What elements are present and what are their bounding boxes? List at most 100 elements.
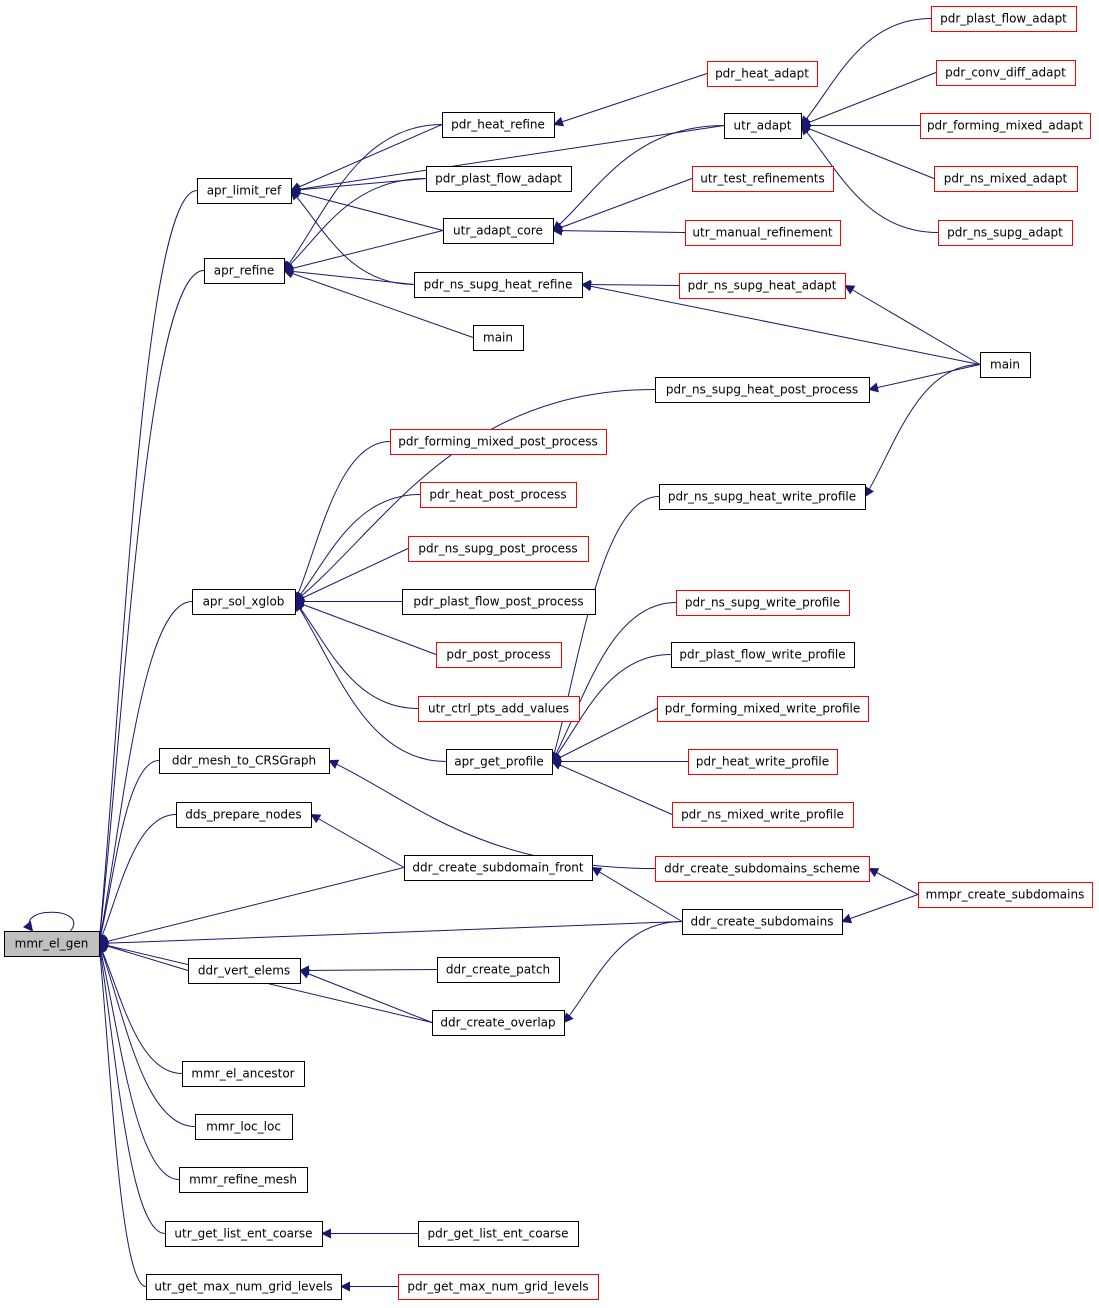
node-utr-ctrl-pts-add-values[interactable]: utr_ctrl_pts_add_values <box>418 696 580 722</box>
edge-pdr-ns-supg-heat-refine-to-apr-limit-ref <box>290 189 415 285</box>
edge-pdr-ns-supg-heat-post-process-to-apr-sol-xglob <box>294 389 656 603</box>
node-main-r[interactable]: main <box>980 352 1031 378</box>
node-mmr-el-gen[interactable]: mmr_el_gen <box>4 931 100 957</box>
edge-pdr-ns-supg-write-profile-to-apr-get-profile <box>551 602 677 763</box>
node-box <box>197 178 292 204</box>
node-dds-prepare-nodes[interactable]: dds_prepare_nodes <box>176 802 312 828</box>
node-mmpr-create-subdomains[interactable]: mmpr_create_subdomains <box>918 882 1093 908</box>
node-label: utr_adapt <box>734 119 792 133</box>
edge-main-r-to-pdr-ns-supg-heat-write-profile <box>864 364 981 498</box>
edge-pdr-post-process-to-apr-sol-xglob <box>294 599 437 655</box>
node-label: pdr_get_list_ent_coarse <box>427 1227 568 1241</box>
node-utr-test-refinements[interactable]: utr_test_refinements <box>692 166 834 192</box>
edge-utr-get-list-ent-coarse-to-mmr-el-gen <box>95 942 166 1234</box>
node-box <box>179 1167 308 1193</box>
node-pdr-plast-flow-adapt-mid[interactable]: pdr_plast_flow_adapt <box>426 166 572 192</box>
node-label: pdr_ns_mixed_adapt <box>944 172 1068 186</box>
node-ddr-create-overlap[interactable]: ddr_create_overlap <box>432 1010 565 1036</box>
node-pdr-plast-flow-adapt-r[interactable]: pdr_plast_flow_adapt <box>931 6 1077 32</box>
node-label: mmr_refine_mesh <box>189 1173 297 1187</box>
edge-pdr-forming-mixed-post-process-to-apr-sol-xglob <box>293 441 391 603</box>
node-box <box>195 1114 293 1140</box>
edge-main-r-to-pdr-ns-supg-heat-post-process <box>868 364 981 393</box>
edge-ddr-create-subdomain-front-to-dds-prepare-nodes <box>310 814 405 868</box>
node-label: ddr_create_patch <box>446 963 550 977</box>
node-ddr-create-subdomains-scheme[interactable]: ddr_create_subdomains_scheme <box>655 856 870 882</box>
node-label: utr_get_list_ent_coarse <box>174 1227 312 1241</box>
node-pdr-heat-refine[interactable]: pdr_heat_refine <box>442 112 555 138</box>
node-pdr-heat-adapt[interactable]: pdr_heat_adapt <box>707 61 818 87</box>
node-pdr-ns-supg-post-process[interactable]: pdr_ns_supg_post_process <box>408 536 589 562</box>
node-label: main <box>990 358 1020 372</box>
edge-dds-prepare-nodes-to-mmr-el-gen <box>97 814 177 945</box>
edge-pdr-ns-supg-heat-refine-to-apr-refine <box>283 266 415 285</box>
node-ddr-vert-elems[interactable]: ddr_vert_elems <box>188 958 301 984</box>
edge-mmr-el-gen-to-mmr-el-gen <box>22 911 75 932</box>
node-apr-get-profile[interactable]: apr_get_profile <box>446 749 553 775</box>
node-ddr-create-subdomains[interactable]: ddr_create_subdomains <box>682 909 843 935</box>
node-pdr-ns-mixed-adapt[interactable]: pdr_ns_mixed_adapt <box>934 166 1078 192</box>
node-pdr-ns-supg-heat-refine[interactable]: pdr_ns_supg_heat_refine <box>414 272 583 298</box>
node-label: pdr_get_max_num_grid_levels <box>407 1280 588 1294</box>
node-box <box>938 220 1073 246</box>
node-label: apr_refine <box>214 264 275 278</box>
node-ddr-create-patch[interactable]: ddr_create_patch <box>437 957 560 983</box>
node-pdr-plast-flow-write-profile[interactable]: pdr_plast_flow_write_profile <box>671 642 855 668</box>
node-pdr-get-list-ent-coarse[interactable]: pdr_get_list_ent_coarse <box>418 1221 579 1247</box>
node-utr-manual-refinement[interactable]: utr_manual_refinement <box>685 220 841 246</box>
node-box <box>404 855 593 881</box>
node-pdr-ns-supg-heat-post-process[interactable]: pdr_ns_supg_heat_post_process <box>655 377 870 403</box>
node-box <box>204 258 285 284</box>
node-box <box>931 6 1077 32</box>
node-pdr-ns-supg-heat-write-profile[interactable]: pdr_ns_supg_heat_write_profile <box>659 484 866 510</box>
edge-apr-sol-xglob-to-mmr-el-gen <box>95 601 193 945</box>
node-label: pdr_post_process <box>446 648 550 662</box>
node-pdr-ns-supg-heat-adapt[interactable]: pdr_ns_supg_heat_adapt <box>679 273 846 299</box>
node-box <box>408 536 589 562</box>
node-pdr-forming-mixed-adapt[interactable]: pdr_forming_mixed_adapt <box>920 113 1091 139</box>
edge-main-r-to-pdr-ns-supg-heat-adapt <box>844 284 981 365</box>
node-apr-refine[interactable]: apr_refine <box>204 258 285 284</box>
node-box <box>436 642 562 668</box>
node-box <box>176 802 312 828</box>
node-ddr-create-subdomain-front[interactable]: ddr_create_subdomain_front <box>404 855 593 881</box>
node-label: pdr_ns_supg_adapt <box>947 226 1063 240</box>
node-label: apr_sol_xglob <box>203 595 285 609</box>
node-pdr-post-process[interactable]: pdr_post_process <box>436 642 562 668</box>
node-pdr-ns-supg-write-profile[interactable]: pdr_ns_supg_write_profile <box>676 590 850 616</box>
edge-mmpr-create-subdomains-to-ddr-create-subdomains <box>841 894 919 924</box>
edge-pdr-heat-refine-to-apr-limit-ref <box>290 124 443 192</box>
node-box <box>676 590 850 616</box>
node-main-mid[interactable]: main <box>473 325 524 351</box>
node-pdr-plast-flow-post-process[interactable]: pdr_plast_flow_post_process <box>402 589 596 615</box>
node-apr-sol-xglob[interactable]: apr_sol_xglob <box>192 589 296 615</box>
node-box <box>437 957 560 983</box>
node-label: pdr_forming_mixed_write_profile <box>665 702 861 716</box>
node-ddr-mesh-to-CRSGraph[interactable]: ddr_mesh_to_CRSGraph <box>159 748 330 774</box>
node-box <box>980 352 1031 378</box>
node-apr-limit-ref[interactable]: apr_limit_ref <box>197 178 292 204</box>
node-pdr-conv-diff-adapt[interactable]: pdr_conv_diff_adapt <box>936 60 1076 86</box>
edge-pdr-ns-mixed-adapt-to-utr-adapt <box>800 124 935 179</box>
node-pdr-heat-post-process[interactable]: pdr_heat_post_process <box>420 482 577 508</box>
node-mmr-refine-mesh[interactable]: mmr_refine_mesh <box>179 1167 308 1193</box>
node-utr-adapt-core[interactable]: utr_adapt_core <box>443 218 554 244</box>
node-utr-adapt[interactable]: utr_adapt <box>724 113 802 139</box>
edge-mmr-el-ancestor-to-mmr-el-gen <box>98 942 183 1074</box>
node-pdr-get-max-num-grid-levels[interactable]: pdr_get_max_num_grid_levels <box>398 1274 599 1300</box>
node-pdr-ns-supg-adapt[interactable]: pdr_ns_supg_adapt <box>938 220 1073 246</box>
node-utr-get-list-ent-coarse[interactable]: utr_get_list_ent_coarse <box>165 1221 323 1247</box>
node-mmr-el-ancestor[interactable]: mmr_el_ancestor <box>182 1061 305 1087</box>
node-mmr-loc-loc[interactable]: mmr_loc_loc <box>195 1114 293 1140</box>
node-pdr-forming-mixed-write-profile[interactable]: pdr_forming_mixed_write_profile <box>657 696 869 722</box>
node-box <box>473 325 524 351</box>
node-utr-get-max-num-grid-levels[interactable]: utr_get_max_num_grid_levels <box>146 1274 342 1300</box>
node-box <box>685 220 841 246</box>
edge-ddr-create-subdomains-to-ddr-create-subdomain-front <box>591 866 683 922</box>
node-pdr-forming-mixed-post-process[interactable]: pdr_forming_mixed_post_process <box>390 429 607 455</box>
node-box <box>707 61 818 87</box>
edge-ddr-create-overlap-to-ddr-vert-elems <box>299 969 433 1023</box>
node-pdr-heat-write-profile[interactable]: pdr_heat_write_profile <box>688 749 838 775</box>
node-pdr-ns-mixed-write-profile[interactable]: pdr_ns_mixed_write_profile <box>672 802 854 828</box>
